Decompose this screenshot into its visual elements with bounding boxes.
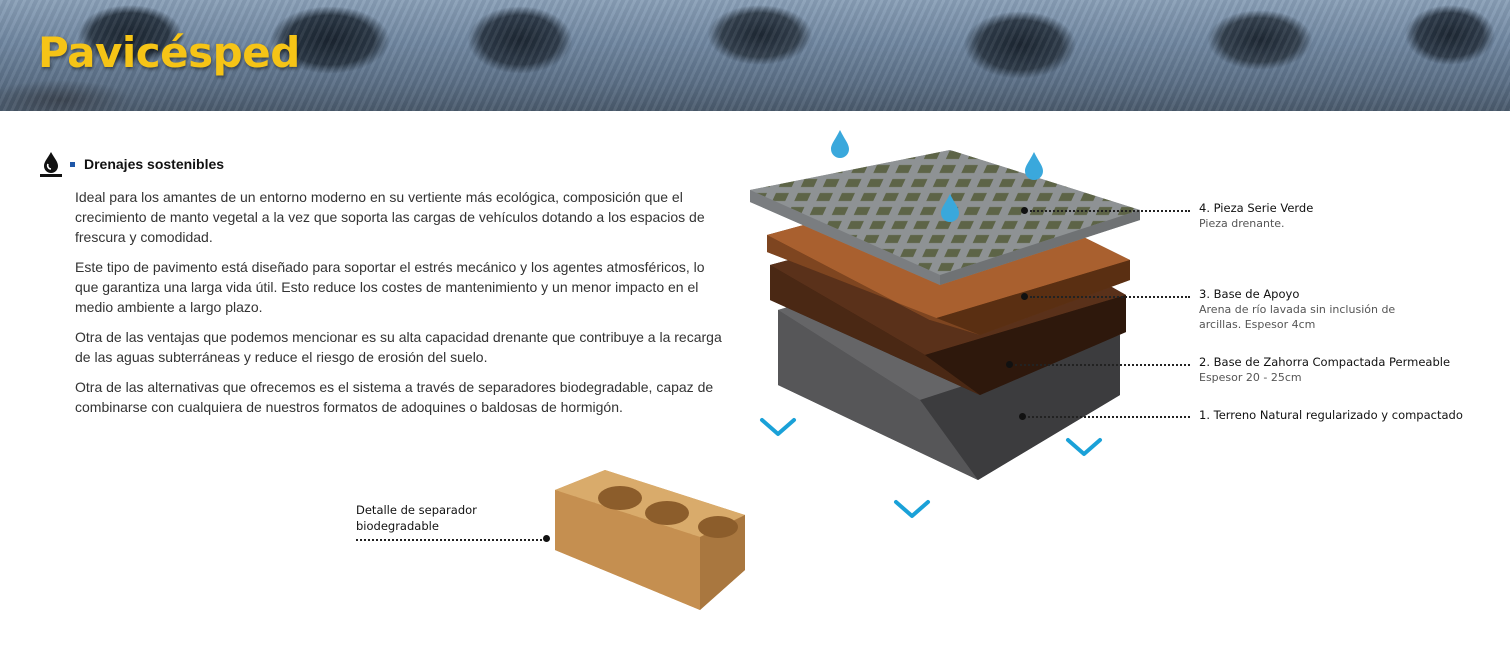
leader-dot-3 — [1021, 293, 1028, 300]
leader-line-3 — [1030, 296, 1190, 298]
flow-arrows — [760, 418, 1102, 518]
layer-desc: Arena de río lavada sin inclusión de arc… — [1199, 303, 1396, 331]
paragraph-1: Ideal para los amantes de un entorno mod… — [75, 189, 705, 245]
separator-leader-dot — [543, 535, 550, 542]
leader-dot-4 — [1021, 207, 1028, 214]
water-drop-icon — [1025, 152, 1043, 180]
bullet-square — [70, 161, 75, 167]
layer-desc: Espesor 20 - 25cm — [1199, 371, 1302, 384]
layer-label-4: 4. Pieza Serie Verde Pieza drenante. — [1199, 201, 1499, 231]
layer-title: 4. Pieza Serie Verde — [1199, 201, 1314, 215]
separator-label: Detalle de separador biodegradable — [356, 503, 477, 533]
pavement-layers-diagram — [750, 130, 1140, 518]
biodegradable-separator-image — [555, 470, 745, 610]
section-body: Ideal para los amantes de un entorno mod… — [75, 187, 725, 427]
chevron-down-icon — [760, 418, 796, 436]
layer-label-1: 1. Terreno Natural regularizado y compac… — [1199, 408, 1499, 423]
layer-label-2: 2. Base de Zahorra Compactada Permeable … — [1199, 355, 1499, 385]
header-banner — [0, 0, 1510, 111]
water-drop-icon — [941, 194, 959, 222]
layer-label-3: 3. Base de Apoyo Arena de río lavada sin… — [1199, 287, 1429, 332]
separator-leader-line — [356, 539, 542, 541]
chevron-down-icon — [894, 500, 930, 518]
paragraph-3: Otra de las ventajas que podemos mencion… — [75, 329, 722, 365]
leader-line-4 — [1030, 210, 1190, 212]
layer-title: 3. Base de Apoyo — [1199, 287, 1300, 301]
leader-line-1 — [1028, 416, 1190, 418]
paragraph-4: Otra de las alternativas que ofrecemos e… — [75, 379, 714, 415]
leader-dot-2 — [1006, 361, 1013, 368]
layer-title: 2. Base de Zahorra Compactada Permeable — [1199, 355, 1451, 369]
chevron-down-icon — [1066, 438, 1102, 456]
water-drops — [831, 130, 1043, 222]
layer-desc: Pieza drenante. — [1199, 217, 1285, 230]
section-heading: Drenajes sostenibles — [40, 150, 224, 178]
leader-line-2 — [1015, 364, 1190, 366]
leader-dot-1 — [1019, 413, 1026, 420]
section-title: Drenajes sostenibles — [84, 156, 225, 172]
page-title: Pavicésped — [38, 28, 300, 77]
water-drop-icon — [831, 130, 849, 158]
layer-title: 1. Terreno Natural regularizado y compac… — [1199, 408, 1463, 422]
paragraph-2: Este tipo de pavimento está diseñado par… — [75, 259, 705, 315]
water-drop-icon — [40, 152, 62, 177]
